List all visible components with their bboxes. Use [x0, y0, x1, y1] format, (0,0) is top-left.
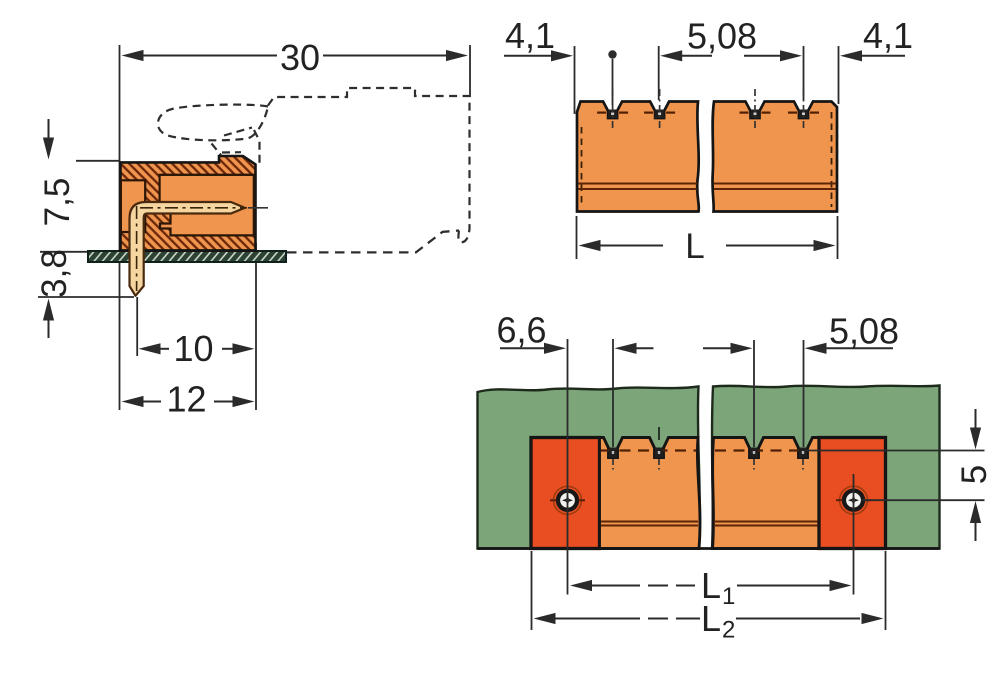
svg-text:4,1: 4,1 — [505, 15, 555, 56]
svg-text:7,5: 7,5 — [38, 178, 77, 227]
svg-text:L: L — [685, 227, 704, 266]
svg-text:2: 2 — [722, 617, 735, 644]
svg-text:5,08: 5,08 — [687, 16, 757, 57]
svg-text:30: 30 — [280, 37, 320, 78]
svg-text:6,6: 6,6 — [496, 310, 546, 351]
svg-text:5,08: 5,08 — [829, 311, 899, 352]
svg-text:1: 1 — [722, 583, 735, 610]
svg-text:3,8: 3,8 — [35, 249, 74, 298]
svg-text:10: 10 — [173, 328, 213, 369]
svg-text:5: 5 — [955, 465, 994, 484]
svg-text:L: L — [701, 598, 721, 639]
svg-text:12: 12 — [166, 379, 206, 420]
svg-text:L: L — [701, 565, 721, 606]
svg-text:4,1: 4,1 — [863, 15, 913, 56]
